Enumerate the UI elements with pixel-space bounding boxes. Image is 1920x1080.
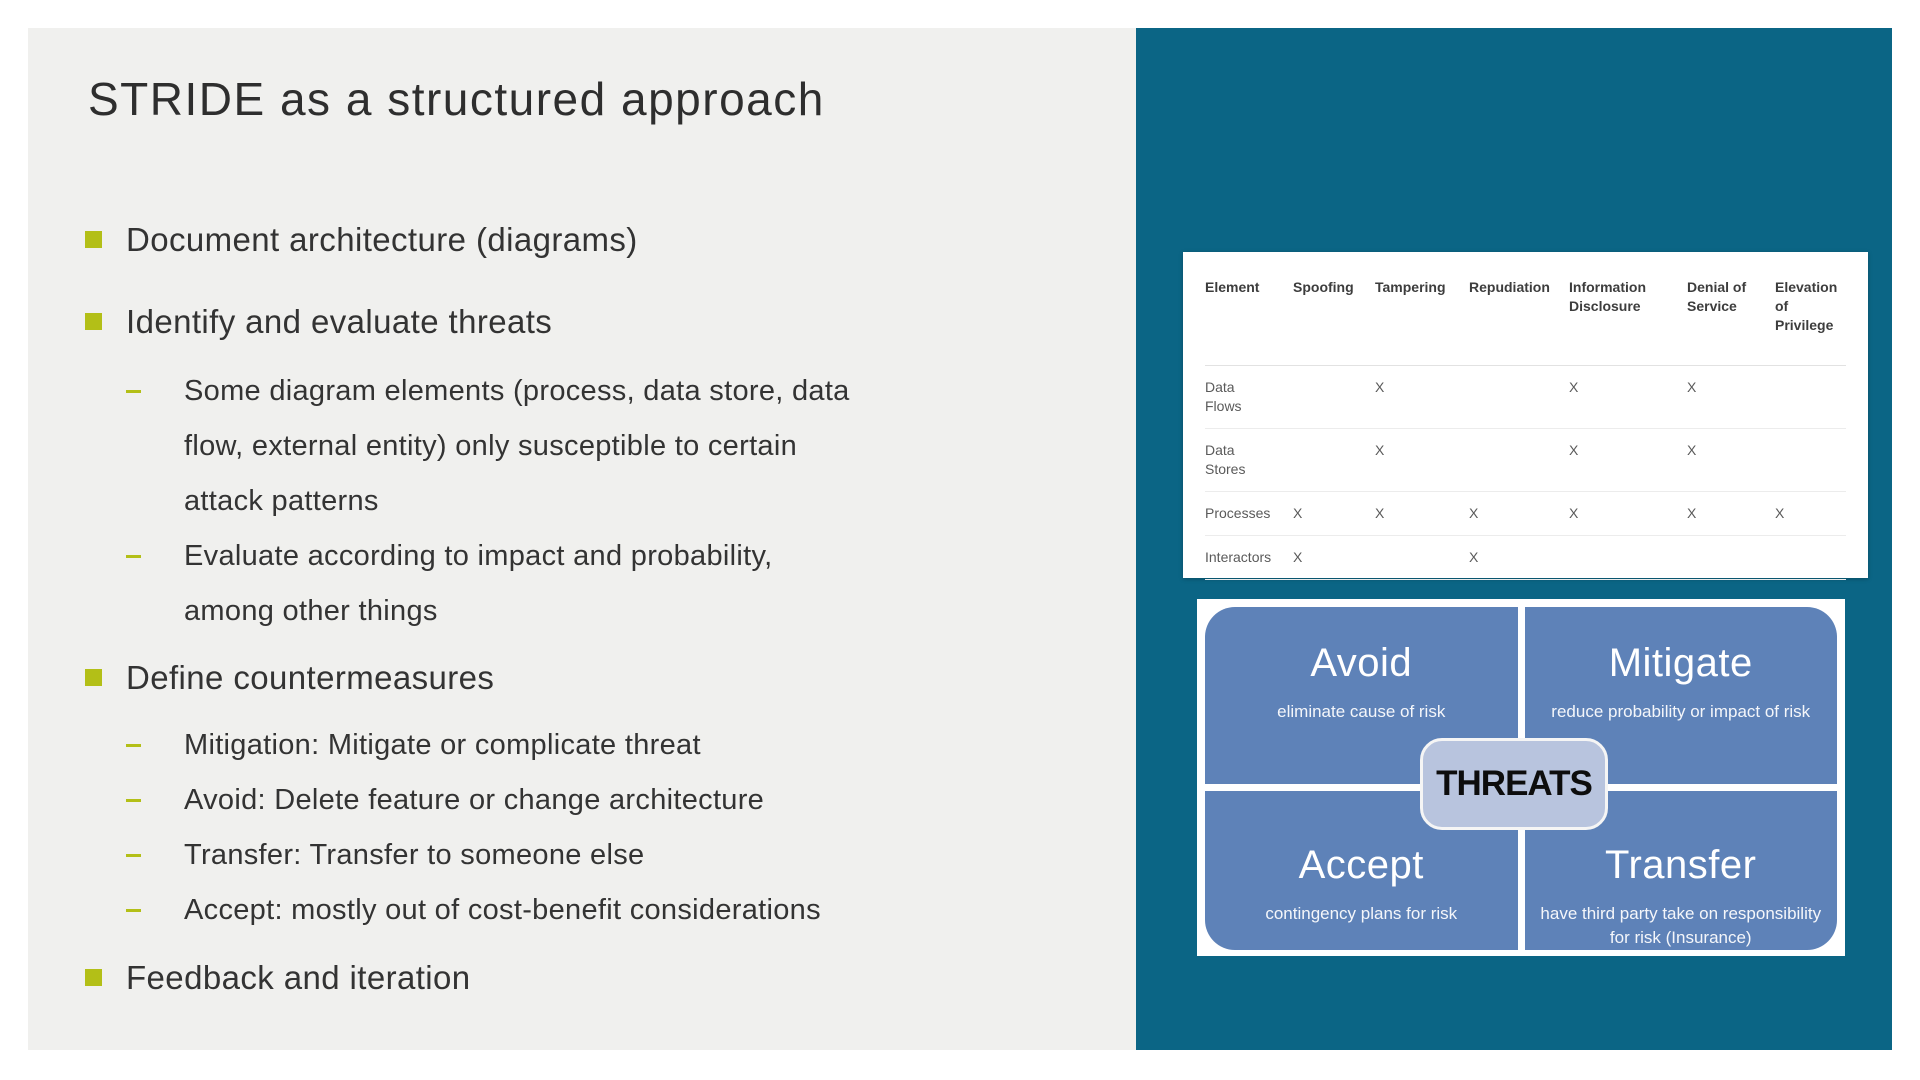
- mark-cell: X: [1687, 379, 1697, 395]
- sub-bullet-item: Evaluate according to impact and probabi…: [124, 529, 864, 639]
- sub-bullet-label: Accept: mostly out of cost-benefit consi…: [184, 894, 821, 926]
- square-bullet-icon: [85, 969, 102, 986]
- sub-bullet-label: Avoid: Delete feature or change architec…: [184, 784, 765, 816]
- mark-cell: X: [1469, 505, 1479, 521]
- bullet-item-document-architecture: Document architecture (diagrams): [85, 220, 638, 260]
- bullet-label: Document architecture (diagrams): [126, 221, 638, 258]
- quadrant-desc: have third party take on responsibility …: [1540, 904, 1822, 947]
- column-header-spoofing: Spoofing: [1293, 279, 1354, 295]
- mark-cell: X: [1569, 442, 1579, 458]
- sub-bullet-label: Some diagram elements (process, data sto…: [184, 375, 850, 517]
- mark-cell: X: [1687, 442, 1697, 458]
- slide-title: STRIDE as a structured approach: [88, 73, 825, 125]
- quadrant-title: Accept: [1298, 843, 1424, 887]
- dash-bullet-icon: [126, 744, 141, 747]
- sub-bullet-item: Transfer: Transfer to someone else: [124, 828, 864, 883]
- column-header-element: Element: [1205, 279, 1260, 295]
- table-header-row: Element Spoofing Tampering Repudiation I…: [1205, 272, 1846, 366]
- sub-bullet-block-threats: Some diagram elements (process, data sto…: [124, 364, 864, 639]
- mark-cell: [1375, 536, 1469, 580]
- mark-cell: X: [1293, 549, 1303, 565]
- quadrant-title: Avoid: [1310, 641, 1413, 685]
- sub-bullet-item: Some diagram elements (process, data sto…: [124, 364, 864, 529]
- dash-bullet-icon: [126, 555, 141, 558]
- table-row-processes: Processes X X X X X X: [1205, 492, 1846, 536]
- mark-cell: X: [1375, 442, 1385, 458]
- mark-cell: [1775, 366, 1846, 429]
- stride-matrix-table: Element Spoofing Tampering Repudiation I…: [1205, 272, 1846, 580]
- table-row-data-flows: Data Flows X X X: [1205, 366, 1846, 429]
- dash-bullet-icon: [126, 390, 141, 393]
- sub-bullet-item: Avoid: Delete feature or change architec…: [124, 773, 864, 828]
- mark-cell: X: [1569, 505, 1579, 521]
- bullet-item-identify-threats: Identify and evaluate threats: [85, 302, 552, 342]
- bullet-label: Identify and evaluate threats: [126, 303, 553, 340]
- square-bullet-icon: [85, 669, 102, 686]
- mark-cell: X: [1569, 379, 1579, 395]
- quadrant-title: Transfer: [1605, 843, 1757, 887]
- mark-cell: [1293, 366, 1375, 429]
- dash-bullet-icon: [126, 799, 141, 802]
- mark-cell: [1687, 536, 1775, 580]
- bullet-item-feedback-iteration: Feedback and iteration: [85, 958, 471, 998]
- column-header-repudiation: Repudiation: [1469, 279, 1550, 295]
- sub-bullet-item: Mitigation: Mitigate or complicate threa…: [124, 718, 864, 773]
- mark-cell: X: [1775, 505, 1785, 521]
- square-bullet-icon: [85, 231, 102, 248]
- column-header-tampering: Tampering: [1375, 279, 1446, 295]
- mark-cell: [1775, 536, 1846, 580]
- mark-cell: [1469, 366, 1569, 429]
- square-bullet-icon: [85, 313, 102, 330]
- column-header-information-disclosure: Information Disclosure: [1569, 279, 1646, 314]
- mark-cell: X: [1375, 379, 1385, 395]
- dash-bullet-icon: [126, 909, 141, 912]
- mark-cell: X: [1293, 505, 1303, 521]
- left-content-panel: STRIDE as a structured approach Document…: [28, 28, 1136, 1050]
- table-row-data-stores: Data Stores X X X: [1205, 429, 1846, 492]
- threat-quadrant-card: Avoid eliminate cause of risk Mitigate r…: [1197, 599, 1845, 956]
- column-header-elevation-of-privilege: Elevation of Privilege: [1775, 279, 1838, 333]
- mark-cell: [1569, 536, 1687, 580]
- sub-bullet-item: Accept: mostly out of cost-benefit consi…: [124, 883, 864, 938]
- sub-bullet-block-countermeasures: Mitigation: Mitigate or complicate threa…: [124, 718, 864, 938]
- row-label: Data Flows: [1205, 379, 1242, 414]
- threats-center-box: THREATS: [1420, 738, 1608, 830]
- bullet-label: Feedback and iteration: [126, 959, 471, 996]
- bullet-item-define-countermeasures: Define countermeasures: [85, 658, 494, 698]
- row-label: Data Stores: [1205, 442, 1246, 477]
- mark-cell: [1469, 429, 1569, 492]
- bullet-label: Define countermeasures: [126, 659, 495, 696]
- row-label: Processes: [1205, 505, 1271, 521]
- mark-cell: X: [1687, 505, 1697, 521]
- quadrant-desc: reduce probability or impact of risk: [1551, 702, 1811, 721]
- mark-cell: [1775, 429, 1846, 492]
- mark-cell: X: [1375, 505, 1385, 521]
- quadrant-desc: contingency plans for risk: [1265, 904, 1458, 923]
- right-visual-panel: Element Spoofing Tampering Repudiation I…: [1136, 28, 1892, 1050]
- sub-bullet-label: Evaluate according to impact and probabi…: [184, 540, 773, 627]
- quadrant-mitigate: Mitigate reduce probability or impact of…: [1524, 607, 1837, 784]
- mark-cell: [1293, 429, 1375, 492]
- column-header-denial-of-service: Denial of Service: [1687, 279, 1747, 314]
- sub-bullet-label: Transfer: Transfer to someone else: [184, 839, 645, 871]
- mark-cell: X: [1469, 549, 1479, 565]
- quadrant-title: Mitigate: [1608, 641, 1753, 685]
- stride-matrix-card: Element Spoofing Tampering Repudiation I…: [1183, 252, 1868, 580]
- quadrant-desc: eliminate cause of risk: [1277, 702, 1446, 721]
- table-row-interactors: Interactors X X: [1205, 536, 1846, 580]
- dash-bullet-icon: [126, 854, 141, 857]
- row-label: Interactors: [1205, 549, 1272, 565]
- sub-bullet-label: Mitigation: Mitigate or complicate threa…: [184, 729, 701, 761]
